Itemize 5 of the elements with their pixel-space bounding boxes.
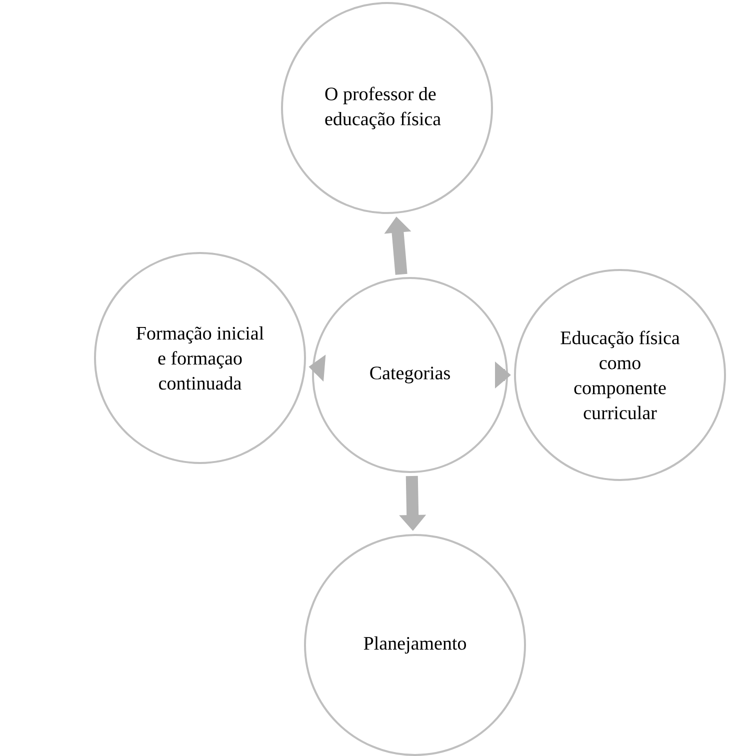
circle-node: Educação física como componente curricular xyxy=(514,269,726,481)
circle-node: Formação inicial e formaçao continuada xyxy=(94,252,306,464)
circle-node: Categorias xyxy=(312,277,508,473)
circle-node: Planejamento xyxy=(304,534,526,756)
circle-node: O professor de educação física xyxy=(281,2,493,214)
